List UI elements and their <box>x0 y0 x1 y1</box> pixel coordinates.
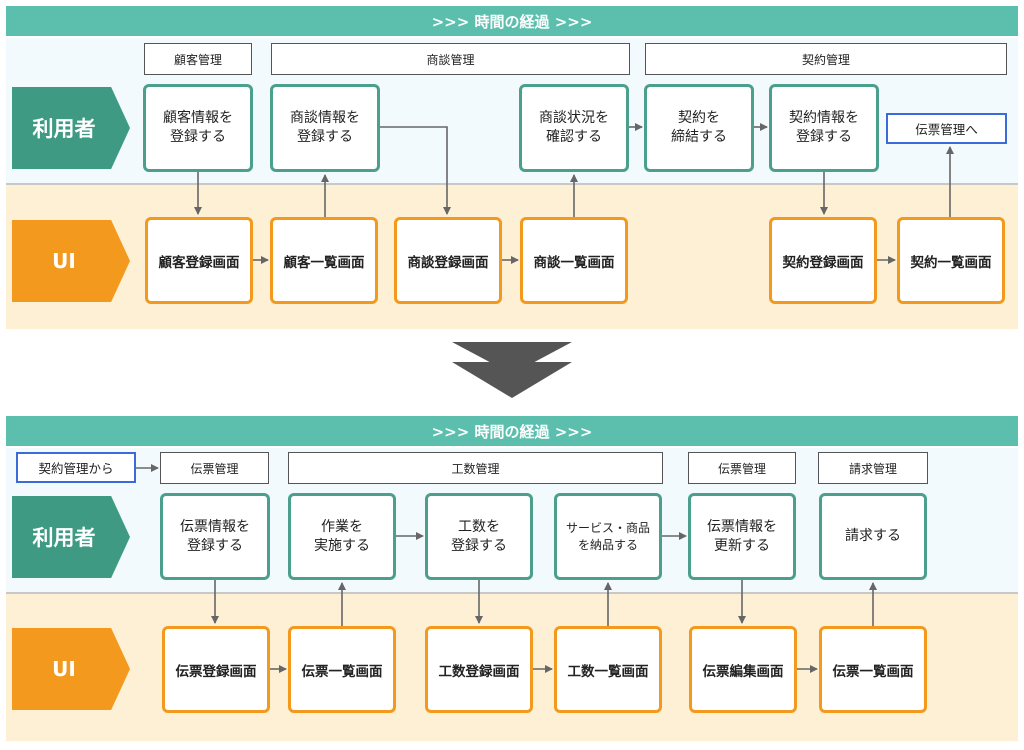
step-deliver-service-product: サービス・商品 を納品する <box>554 493 662 580</box>
screen-negotiation-register: 商談登録画面 <box>394 217 502 304</box>
step-perform-work: 作業を 実施する <box>288 493 396 580</box>
step-register-negotiation: 商談情報を 登録する <box>270 84 380 172</box>
step-register-workhours: 工数を 登録する <box>425 493 533 580</box>
screen-customer-list: 顧客一覧画面 <box>270 217 378 304</box>
bottom-time-banner: >>> 時間の経過 >>> <box>6 416 1018 446</box>
down-chevron-icon <box>452 342 572 398</box>
step-register-contract: 契約情報を 登録する <box>769 84 879 172</box>
category-customer-management: 顧客管理 <box>144 43 252 75</box>
step-register-slip: 伝票情報を 登録する <box>160 493 270 580</box>
screen-slip-register: 伝票登録画面 <box>162 626 270 713</box>
screen-slip-list: 伝票一覧画面 <box>288 626 396 713</box>
step-check-negotiation-status: 商談状況を 確認する <box>519 84 629 172</box>
link-to-slip-management[interactable]: 伝票管理へ <box>886 113 1007 144</box>
screen-customer-register: 顧客登録画面 <box>145 217 253 304</box>
top-user-lane-label: 利用者 <box>12 87 130 169</box>
category-slip-management-2: 伝票管理 <box>688 452 796 484</box>
category-billing-management: 請求管理 <box>818 452 928 484</box>
category-negotiation-management: 商談管理 <box>271 43 630 75</box>
bottom-lane-divider <box>6 592 1018 594</box>
category-contract-management: 契約管理 <box>645 43 1007 75</box>
top-time-banner: >>> 時間の経過 >>> <box>6 6 1018 36</box>
bottom-ui-lane-label: UI <box>12 628 130 710</box>
screen-workhour-list: 工数一覧画面 <box>554 626 662 713</box>
bottom-user-lane-label: 利用者 <box>12 496 130 578</box>
category-workhour-management: 工数管理 <box>288 452 663 484</box>
category-slip-management: 伝票管理 <box>160 452 269 484</box>
top-lane-divider <box>6 183 1018 185</box>
screen-workhour-register: 工数登録画面 <box>425 626 533 713</box>
link-from-contract-management[interactable]: 契約管理から <box>16 452 136 483</box>
screen-slip-list-2: 伝票一覧画面 <box>819 626 927 713</box>
top-ui-lane-label: UI <box>12 220 130 302</box>
screen-slip-edit: 伝票編集画面 <box>689 626 797 713</box>
screen-contract-list: 契約一覧画面 <box>897 217 1005 304</box>
step-billing: 請求する <box>819 493 927 580</box>
step-conclude-contract: 契約を 締結する <box>644 84 754 172</box>
screen-contract-register: 契約登録画面 <box>769 217 877 304</box>
step-update-slip: 伝票情報を 更新する <box>688 493 796 580</box>
step-register-customer: 顧客情報を 登録する <box>143 84 253 172</box>
screen-negotiation-list: 商談一覧画面 <box>520 217 628 304</box>
